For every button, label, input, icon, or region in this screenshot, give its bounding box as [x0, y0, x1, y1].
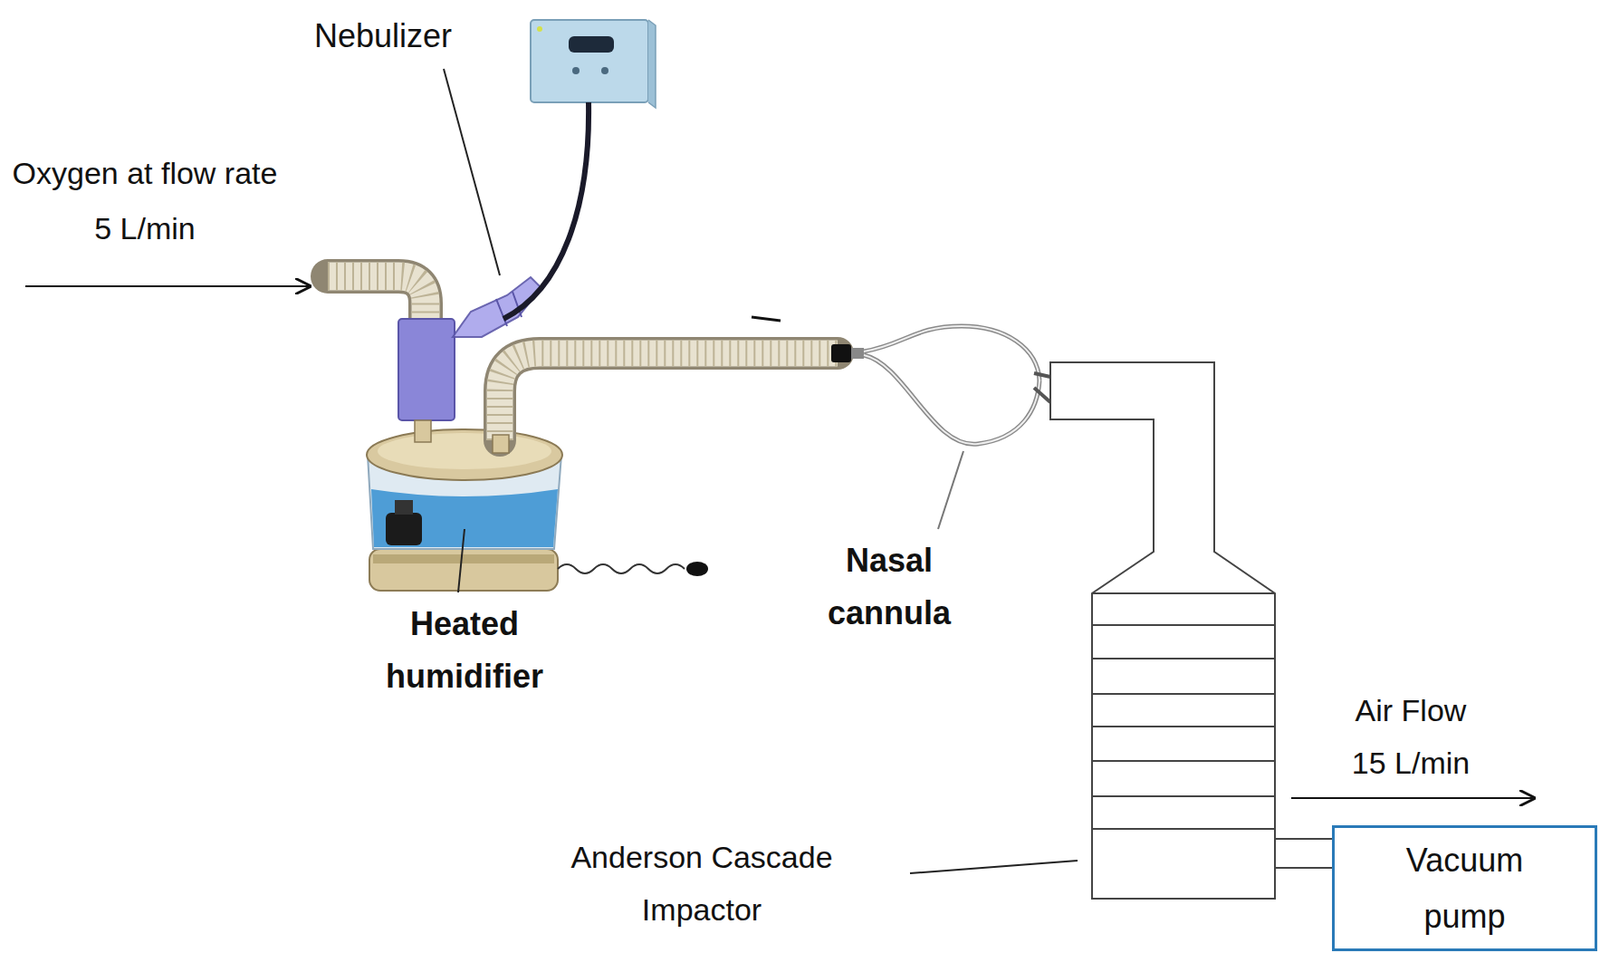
pump-tubing — [1274, 838, 1332, 868]
humidifier-base — [369, 548, 558, 591]
outlet-tube — [499, 353, 838, 441]
part-label: Air Flow 15 L/min — [1337, 684, 1485, 790]
controller-side — [648, 19, 656, 108]
flow-arrow — [1291, 796, 1534, 799]
leader-line — [910, 860, 1078, 873]
nebulizer-t-piece — [398, 318, 455, 421]
flow-tick — [751, 316, 781, 321]
cannula-connector — [831, 344, 852, 363]
cannula-adapter — [851, 347, 864, 359]
humidifier-water — [371, 488, 558, 547]
inlet-port — [414, 420, 432, 442]
cannula-prongs — [1034, 373, 1051, 403]
controller-led — [536, 26, 543, 32]
part-label: Nebulizer — [274, 16, 492, 56]
part-label: Heated humidifier — [355, 597, 574, 702]
controller-button — [572, 67, 580, 75]
heater-element — [385, 512, 422, 546]
humidifier-base-band — [373, 554, 555, 564]
controller-cable — [503, 102, 589, 319]
power-plug — [686, 561, 709, 576]
cannula-tubing — [863, 354, 1040, 444]
part-label: Nasal cannula — [794, 534, 985, 639]
leader-line — [443, 68, 500, 276]
controller-display — [568, 36, 614, 53]
heater-stem — [394, 499, 413, 515]
nebulizer-cup — [452, 277, 542, 337]
impactor-stages — [1092, 593, 1275, 829]
part-label: Anderson Cascade Impactor — [547, 831, 856, 937]
leader-line — [938, 450, 964, 529]
outlet-tube-ribs — [499, 353, 838, 441]
cannula-tubing-core — [863, 354, 1040, 444]
part-label: Oxygen at flow rate 5 L/min — [3, 145, 287, 257]
cascade-impactor — [1050, 362, 1275, 899]
humidifier-lid-top — [377, 432, 552, 470]
outlet-port — [492, 434, 509, 453]
cannula-tubing-core — [863, 325, 1040, 381]
node-label: Vacuum pump — [1374, 832, 1556, 943]
pump-box: Vacuum pump — [1331, 824, 1598, 951]
leader-line — [458, 528, 465, 593]
power-cord — [557, 564, 685, 574]
outlet-tube-core — [499, 353, 838, 441]
nebulizer-controller — [530, 19, 649, 103]
flow-arrow — [25, 285, 310, 288]
controller-button — [601, 67, 609, 75]
humidifier-lid — [366, 429, 563, 480]
